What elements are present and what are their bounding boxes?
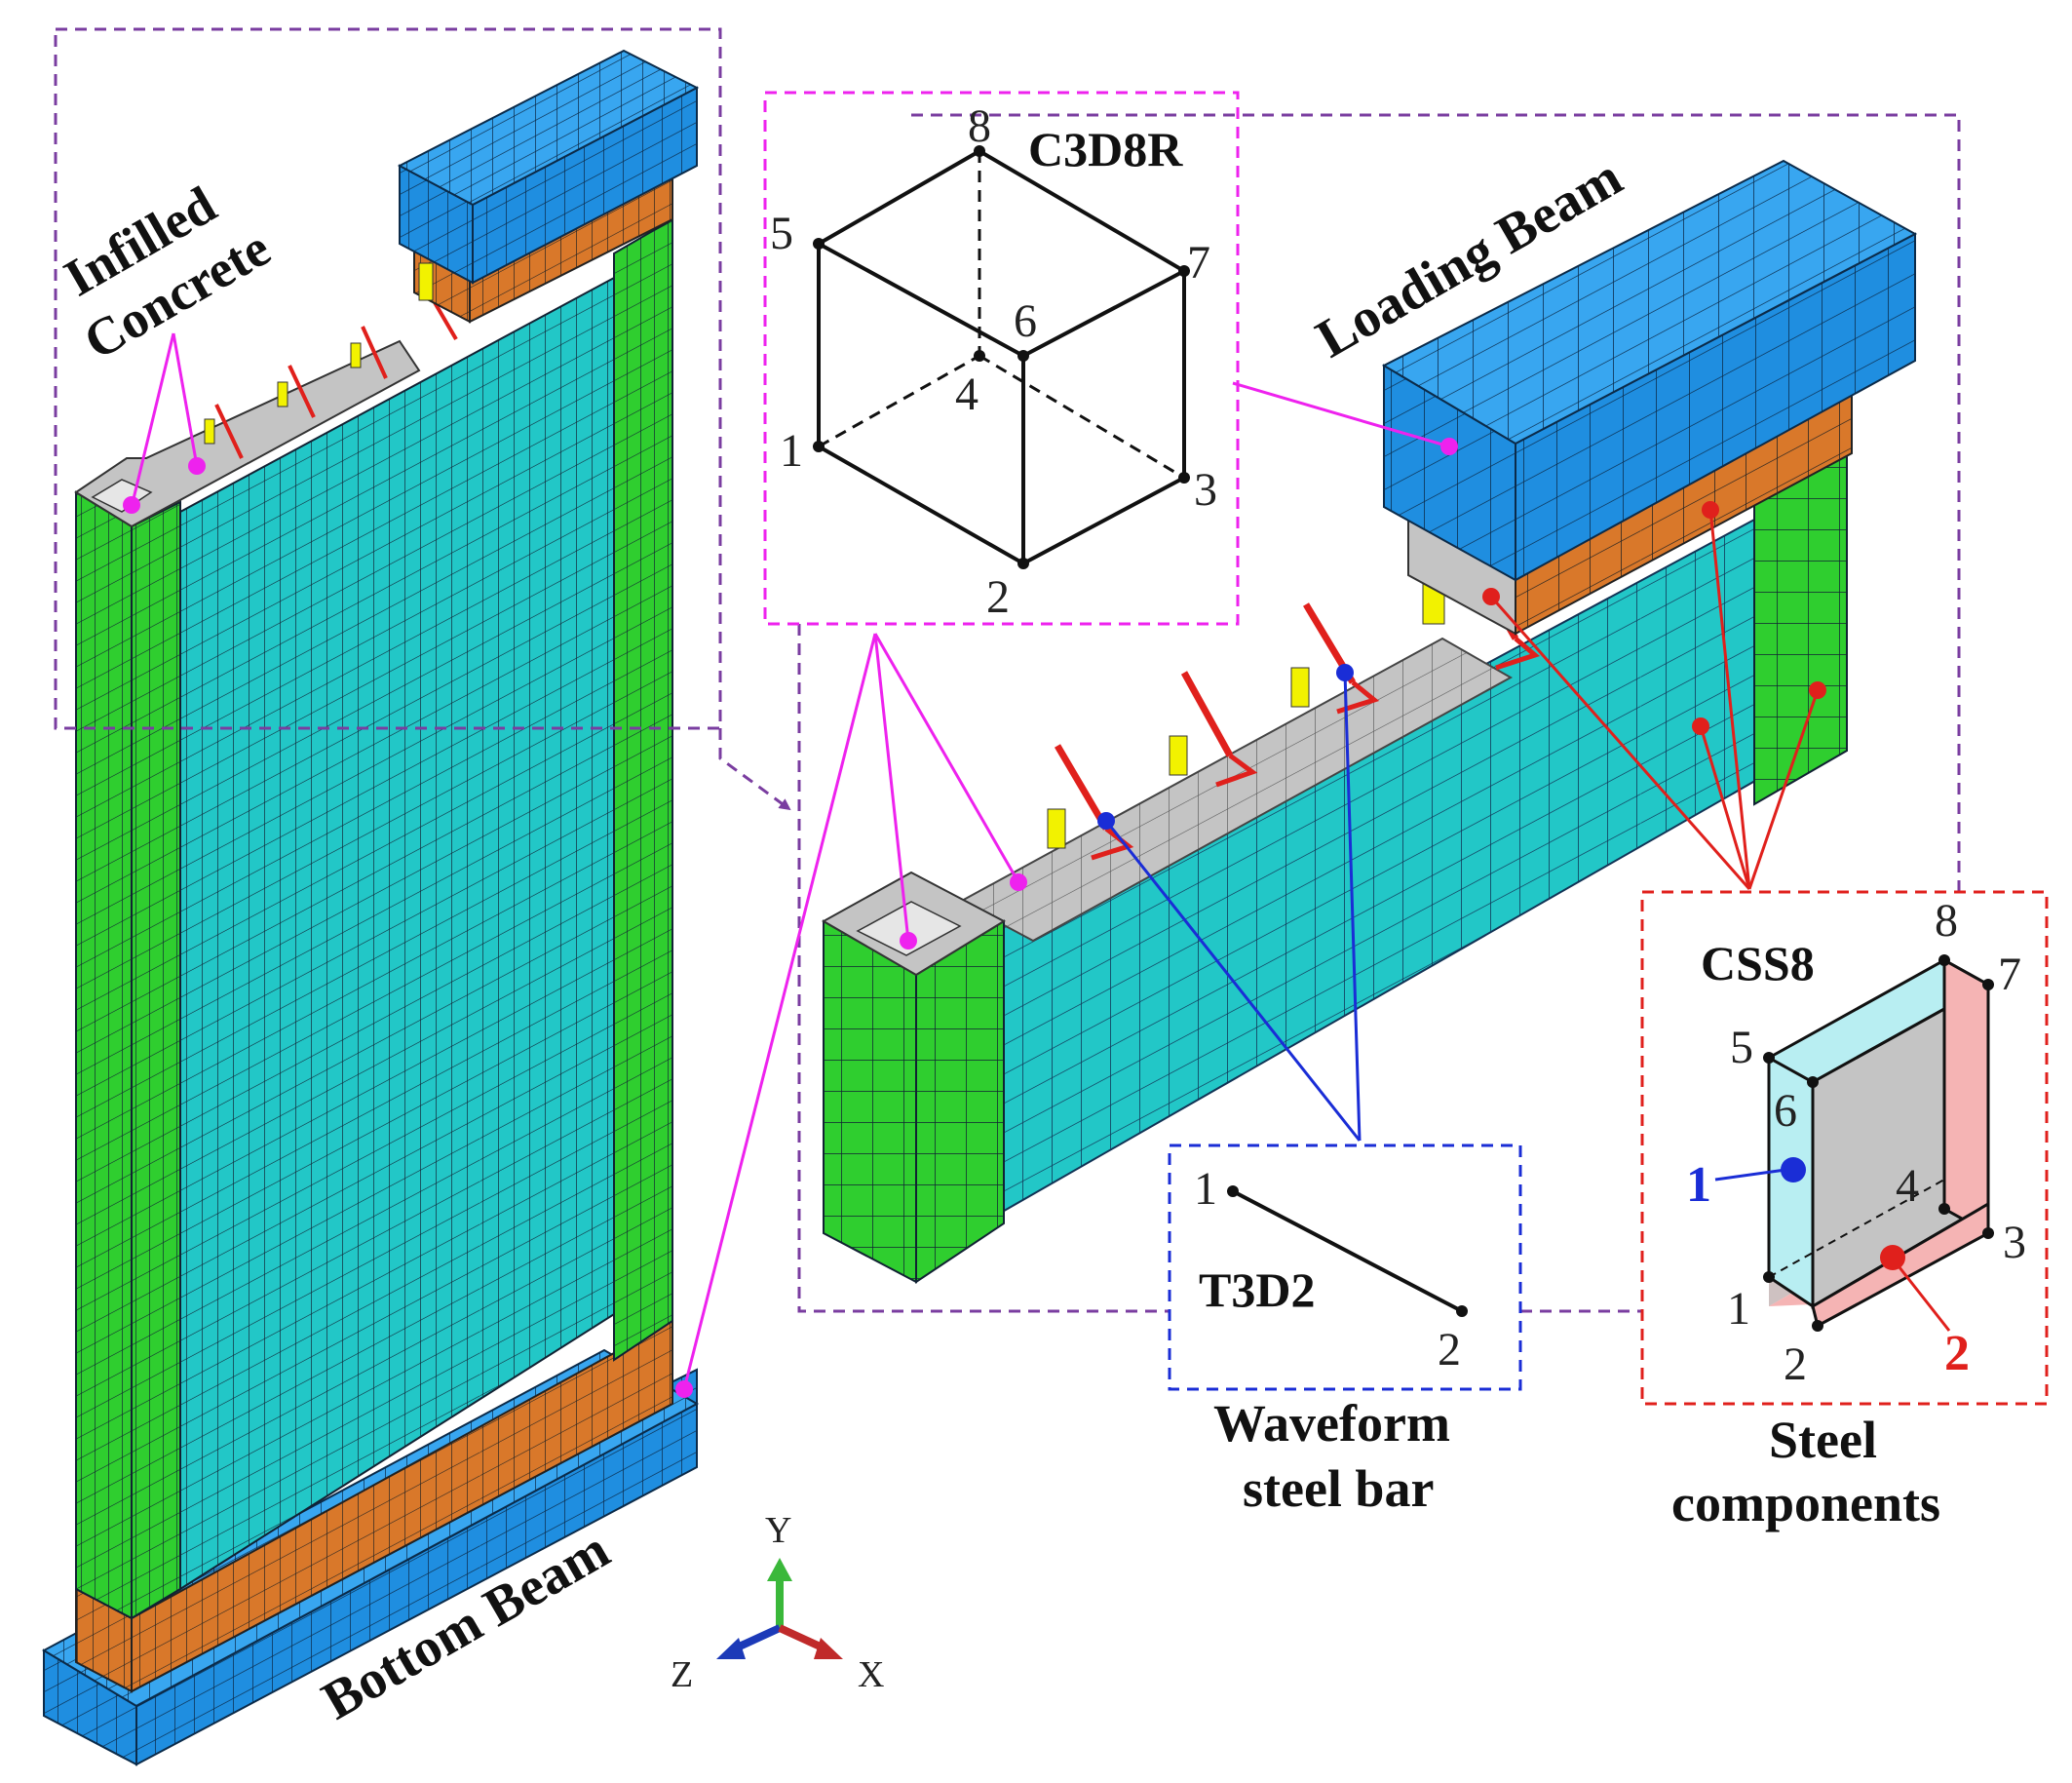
steel-label-2: components xyxy=(1671,1474,1940,1532)
css8-component-1-label: 1 xyxy=(1686,1157,1711,1213)
t3d2-node-2: 2 xyxy=(1438,1324,1461,1376)
c3d8r-node-8: 8 xyxy=(968,100,991,152)
zoom-loading-top xyxy=(1381,159,1918,446)
c3d8r-node-2: 2 xyxy=(986,571,1010,623)
css8-component-2-label: 2 xyxy=(1944,1326,1970,1381)
zoom-infill-cell xyxy=(856,901,962,956)
css8-title: CSS8 xyxy=(1701,936,1815,990)
axis-triad: Y Z X xyxy=(671,1510,884,1695)
right-boundary-column xyxy=(613,217,673,1362)
bottom-band-side xyxy=(131,1319,673,1693)
axis-y-label: Y xyxy=(765,1510,791,1551)
steel-label-1: Steel xyxy=(1769,1411,1877,1469)
axis-x-label: X xyxy=(858,1654,884,1695)
css8-component-2-dot xyxy=(1880,1245,1905,1270)
t3d2-title: T3D2 xyxy=(1199,1262,1315,1317)
loading-beam-left-top xyxy=(397,49,700,207)
css8-node-5: 5 xyxy=(1730,1022,1753,1073)
css8-node-3: 3 xyxy=(2003,1217,2026,1268)
css8-node-4: 4 xyxy=(1896,1160,1919,1212)
waveform-label-1: Waveform xyxy=(1213,1394,1450,1453)
c3d8r-box xyxy=(763,91,1240,626)
dashed-frames xyxy=(54,27,2049,1406)
c3d8r-element xyxy=(817,148,1186,566)
blue-dots xyxy=(1097,664,1354,830)
c3d8r-node-7: 7 xyxy=(1187,237,1210,289)
zoom-region-frame-bottom xyxy=(797,624,1170,1313)
full-wall-model xyxy=(41,49,700,1766)
css8-box xyxy=(1640,890,2049,1406)
zoom-region-frame xyxy=(911,113,1961,892)
c3d8r-node-5: 5 xyxy=(770,208,793,259)
detail-region-box xyxy=(54,27,722,730)
axis-z-label: Z xyxy=(671,1654,693,1695)
t3d2-node-1: 1 xyxy=(1194,1163,1217,1215)
zoom-left-side xyxy=(915,919,1005,1284)
css8-node-6: 6 xyxy=(1774,1085,1797,1137)
css8-node-8: 8 xyxy=(1935,895,1958,947)
css8-node-7: 7 xyxy=(1998,949,2021,1000)
waveform-label-2: steel bar xyxy=(1243,1459,1434,1518)
t3d2-element xyxy=(1227,1185,1468,1317)
zoom-top-face xyxy=(957,637,1514,943)
blue-callouts xyxy=(1104,672,1362,1142)
c3d8r-node-4: 4 xyxy=(955,368,978,420)
css8-component-1-dot xyxy=(1781,1157,1806,1182)
zoom-left-front xyxy=(823,919,917,1284)
css8-node-1: 1 xyxy=(1727,1283,1750,1335)
left-boundary-column-side xyxy=(131,500,181,1620)
left-boundary-column-front xyxy=(75,490,133,1620)
c3d8r-node-1: 1 xyxy=(780,425,803,477)
zoom-arrow xyxy=(718,728,791,811)
red-callouts xyxy=(1489,509,1820,890)
t3d2-box xyxy=(1168,1143,1522,1391)
c3d8r-title: C3D8R xyxy=(1028,122,1183,176)
magenta-dots xyxy=(123,438,1458,1398)
c3d8r-node-dots xyxy=(813,145,1190,569)
top-connectors-left xyxy=(204,291,458,459)
css8-node-2: 2 xyxy=(1784,1338,1807,1390)
css8-element xyxy=(1714,954,1994,1332)
c3d8r-node-6: 6 xyxy=(1014,295,1037,347)
c3d8r-node-3: 3 xyxy=(1194,464,1217,516)
zoomed-wall-detail xyxy=(821,159,1918,1284)
red-dots xyxy=(1482,501,1826,735)
magenta-callouts xyxy=(130,332,1450,1390)
wall-top-face xyxy=(74,339,421,528)
